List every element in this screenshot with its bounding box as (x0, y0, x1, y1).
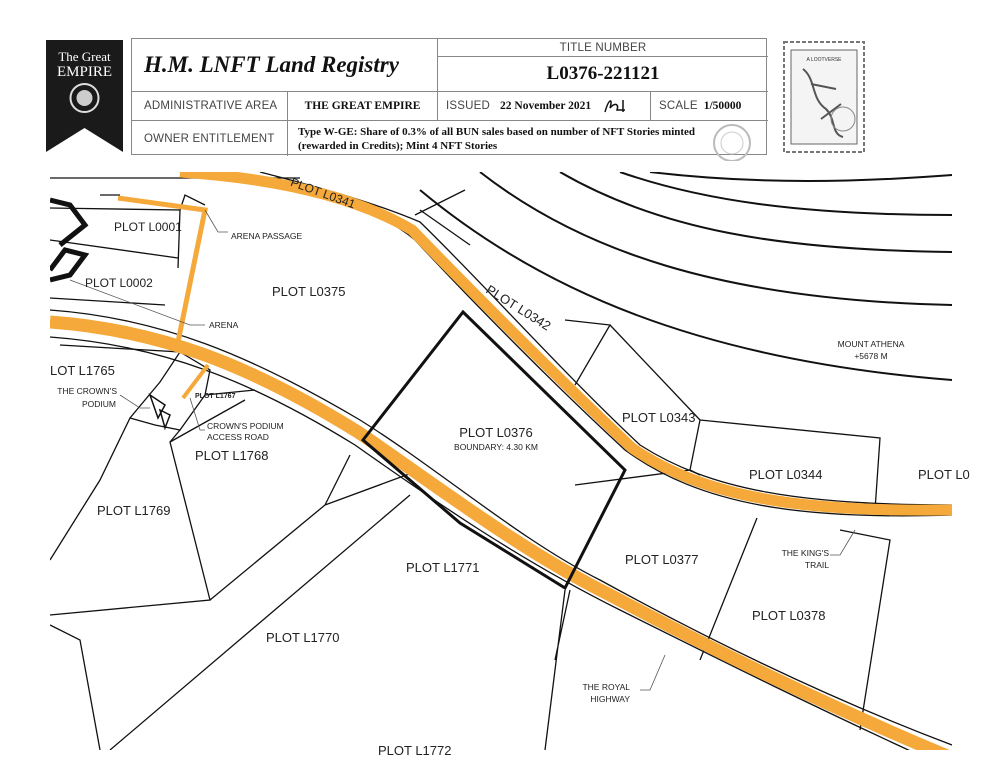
admin-area-label: ADMINISTRATIVE AREA (132, 92, 288, 121)
label-mount-athena-height: +5678 M (854, 351, 887, 361)
great-empire-banner-logo: The Great EMPIRE (46, 40, 123, 152)
plot-label-l0345: PLOT L0 (918, 467, 970, 482)
label-mount-athena: MOUNT ATHENA (838, 339, 905, 349)
stamp-text: A LOOTVERSE (806, 57, 842, 63)
kings-trail (179, 172, 952, 516)
plot-label-l0002: PLOT L0002 (85, 276, 153, 290)
plot-l0376-boundary (360, 309, 627, 591)
title-number: L0376-221121 (438, 57, 768, 92)
owner-entitlement-line2: (rewarded in Credits); Mint 4 NFT Storie… (298, 139, 498, 152)
registry-title-cell: H.M. LNFT Land Registry (132, 39, 438, 92)
issued-date: 22 November 2021 (500, 100, 592, 112)
plot-l0376-boundary-length: BOUNDARY: 4.30 KM (454, 442, 538, 452)
label-royal-highway-1: THE ROYAL (582, 682, 630, 692)
plot-label-l1765: LOT L1765 (50, 363, 115, 378)
plot-label-l0377: PLOT L0377 (625, 552, 698, 567)
lion-emblem-icon (69, 83, 100, 113)
plot-label-l1768: PLOT L1768 (195, 448, 268, 463)
plot-label-l0344: PLOT L0344 (749, 467, 822, 482)
owner-entitlement-line1: Type W-GE: Share of 0.3% of all BUN sale… (298, 125, 696, 138)
label-crowns-podium-2: PODIUM (82, 399, 116, 409)
plot-boundaries (50, 177, 891, 750)
issued-label: ISSUED (446, 100, 491, 112)
mountain-contours (419, 172, 952, 381)
plot-label-l0376: PLOT L0376 (459, 425, 532, 440)
registry-header: H.M. LNFT Land Registry TITLE NUMBER L03… (131, 38, 768, 161)
label-podium-road-2: ACCESS ROAD (207, 432, 269, 442)
seal-stamp-icon (713, 124, 751, 161)
owner-entitlement-label: OWNER ENTITLEMENT (132, 121, 288, 156)
banner-line2: EMPIRE (57, 64, 112, 80)
royal-highway (50, 315, 950, 750)
label-arena: ARENA (209, 320, 239, 330)
plot-label-l1771: PLOT L1771 (406, 560, 479, 575)
podium-access-road (181, 363, 210, 400)
title-number-label: TITLE NUMBER (438, 39, 768, 57)
label-kings-trail-2: TRAIL (805, 560, 829, 570)
scale-cell: SCALE 1/50000 (651, 92, 768, 121)
issued-cell: ISSUED 22 November 2021 (438, 92, 651, 121)
registry-title: H.M. LNFT Land Registry (144, 52, 399, 77)
label-kings-trail-1: THE KING'S (782, 548, 830, 558)
label-arena-passage: ARENA PASSAGE (231, 231, 303, 241)
scale-value: 1/50000 (703, 100, 742, 112)
plot-label-l0343: PLOT L0343 (622, 410, 695, 425)
plot-label-l1767: PLOT L1767 (195, 393, 236, 400)
postage-stamp-icon: A LOOTVERSE (783, 41, 865, 153)
label-royal-highway-2: HIGHWAY (590, 694, 630, 704)
plot-label-l1772: PLOT L1772 (378, 743, 451, 758)
label-podium-road-1: CROWN'S PODIUM (207, 421, 284, 431)
plot-label-l1770: PLOT L1770 (266, 630, 339, 645)
admin-area-value: THE GREAT EMPIRE (288, 92, 438, 121)
plot-label-l0378: PLOT L0378 (752, 608, 825, 623)
plot-label-l0375: PLOT L0375 (272, 284, 345, 299)
scale-label: SCALE (659, 100, 698, 112)
signature-icon (604, 100, 626, 113)
label-crowns-podium-1: THE CROWN'S (57, 386, 117, 396)
plot-label-l0001: PLOT L0001 (114, 220, 182, 234)
plot-label-l1769: PLOT L1769 (97, 503, 170, 518)
owner-entitlement-value: Type W-GE: Share of 0.3% of all BUN sale… (288, 121, 768, 156)
banner-line1: The Great (58, 49, 111, 64)
